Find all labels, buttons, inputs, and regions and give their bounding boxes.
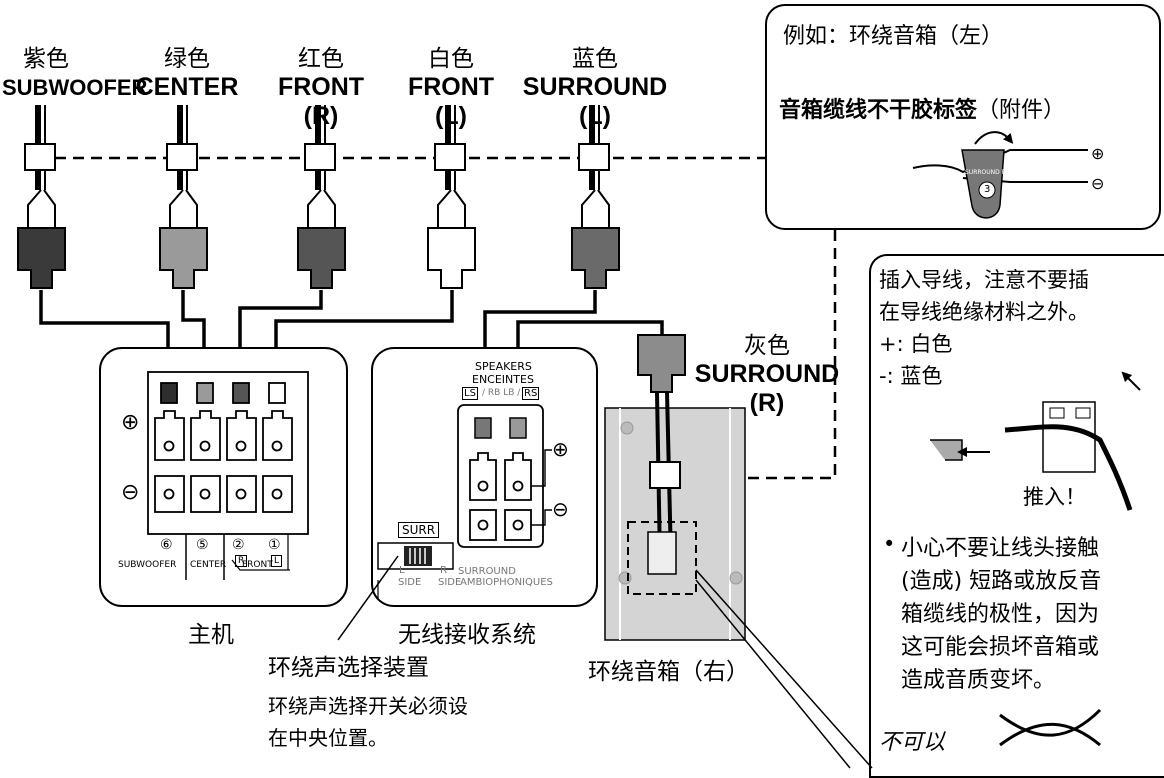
channel-name: FRONT — [277, 73, 365, 101]
color-name: 蓝色 — [572, 46, 618, 72]
minus-symbol: ⊖ — [1091, 174, 1105, 193]
receiver-plus-icon: ⊕ — [552, 437, 569, 461]
cable-front-l — [427, 105, 476, 289]
channel-number: ① — [268, 537, 281, 553]
receiver-minus-icon: ⊖ — [552, 497, 569, 521]
sticker-number: 3 — [984, 184, 991, 195]
rs-tag: RS — [522, 387, 540, 400]
channel-name: FRONT — [407, 73, 495, 101]
color-name: 紫色 — [23, 46, 69, 72]
plug-center — [159, 227, 208, 289]
speakers-header: SPEAKERS — [475, 360, 532, 373]
ls-tag: LS — [462, 387, 478, 400]
main-unit-panel — [99, 347, 348, 607]
label-subwoofer: 紫色 SUBWOOFER — [2, 39, 148, 102]
channel-side: (L) — [579, 102, 611, 130]
instruction-box: 插入导线，注意不要插 在导线绝缘材料之外。 +: 白色 -: 蓝色 推入！ • … — [869, 254, 1164, 778]
sticker-bold: 音箱缆线不干胶标签 — [779, 98, 978, 123]
cable-subwoofer — [17, 105, 66, 289]
caution-line: (造成) 短路或放反音 — [901, 569, 1102, 594]
plug-surround-r — [637, 334, 686, 393]
front-tag: FRONT — [242, 560, 273, 570]
minus-color-label: -: 蓝色 — [879, 364, 943, 388]
switch-l: L — [399, 565, 405, 576]
main-minus-icon: ⊖ — [121, 480, 140, 505]
plug-subwoofer — [17, 227, 66, 289]
plug-surround-l — [571, 227, 620, 289]
push-label: 推入！ — [1023, 485, 1086, 509]
channel-side-l: L — [271, 555, 283, 567]
channel-side-r: R — [235, 555, 248, 567]
caution-line: 造成音质变坏。 — [901, 668, 1056, 693]
channel-side: (R) — [303, 102, 339, 130]
right-speaker-body — [604, 407, 746, 641]
selector-desc-1: 环绕声选择开关必须设 — [268, 694, 468, 718]
ambiophoniques-tag: AMBIOPHONIQUES — [460, 577, 553, 588]
label-center: 绿色 CENTER — [135, 39, 239, 102]
dashed-link-right — [695, 230, 837, 480]
plus-color-label: +: 白色 — [879, 332, 953, 356]
channel-name: SURROUND — [522, 73, 668, 101]
label-front-l: 白色 FRONT (L) — [405, 39, 497, 131]
label-surround-r: 灰色 SURROUND (R) — [692, 326, 842, 418]
sticker-caption: 音箱缆线不干胶标签（附件） — [779, 92, 1065, 124]
instruction-line-1: 插入导线，注意不要插 — [879, 268, 1089, 292]
channel-name: SURROUND — [694, 360, 840, 388]
channel-number: ② — [232, 537, 245, 553]
cable-center — [159, 105, 208, 289]
cable-front-r — [297, 105, 346, 289]
surround-tag: SURROUND — [458, 566, 516, 577]
cable-surround-l — [571, 105, 620, 289]
channel-name: CENTER — [135, 73, 239, 101]
receiver-panel — [371, 347, 598, 607]
rb-lb-tag: / RB LB / — [482, 388, 521, 398]
sticker-text: SURROUND R — [965, 169, 1006, 176]
channel-side: (L) — [435, 102, 467, 130]
instruction-line-2: 在导线绝缘材料之外。 — [879, 300, 1089, 324]
selector-desc-2: 在中央位置。 — [268, 726, 388, 750]
color-name: 绿色 — [164, 46, 210, 72]
side-left: SIDE — [398, 577, 422, 588]
receiver-caption: 无线接收系统 — [398, 622, 536, 648]
caution-text: 小心不要让线头接触 (造成) 短路或放反音 箱缆线的极性，因为 这可能会损坏音箱… — [901, 532, 1101, 697]
channel-name: SUBWOOFER — [2, 75, 148, 100]
color-name: 白色 — [428, 46, 474, 72]
channel-side: (R) — [749, 389, 785, 417]
sticker-note: （附件） — [977, 98, 1066, 123]
right-speaker-caption: 环绕音箱（右） — [588, 659, 749, 685]
caution-line: 这可能会损坏音箱或 — [901, 635, 1100, 660]
channel-number: ⑥ — [160, 537, 173, 553]
label-front-r: 红色 FRONT (R) — [275, 39, 367, 131]
side-right: SIDE — [438, 577, 462, 588]
example-box: 例如：环绕音箱（左） 音箱缆线不干胶标签（附件） SURROUND R 3 ⊕ … — [765, 4, 1161, 230]
label-surround-l: 蓝色 SURROUND (L) — [516, 39, 674, 131]
surr-switch-label: SURR — [398, 522, 440, 538]
center-tag: CENTER — [190, 560, 227, 570]
color-name: 红色 — [298, 46, 344, 72]
channel-number: ⑤ — [196, 537, 209, 553]
bullet-icon: • — [883, 532, 896, 556]
main-plus-icon: ⊕ — [121, 410, 140, 435]
main-unit-caption: 主机 — [188, 622, 234, 648]
switch-r: R — [440, 565, 447, 576]
subwoofer-tag: SUBWOOFER — [118, 560, 177, 570]
enceintes-header: ENCEINTES — [472, 373, 534, 386]
example-title: 例如：环绕音箱（左） — [783, 24, 1004, 49]
plus-symbol: ⊕ — [1091, 144, 1105, 163]
no-label: 不可以 — [879, 730, 946, 755]
plug-front-r — [297, 227, 346, 289]
plug-front-l — [427, 227, 476, 289]
caution-line: 箱缆线的极性，因为 — [901, 602, 1100, 627]
caution-line: 小心不要让线头接触 — [901, 536, 1100, 561]
selector-title: 环绕声选择装置 — [268, 655, 429, 681]
color-name: 灰色 — [744, 333, 790, 359]
